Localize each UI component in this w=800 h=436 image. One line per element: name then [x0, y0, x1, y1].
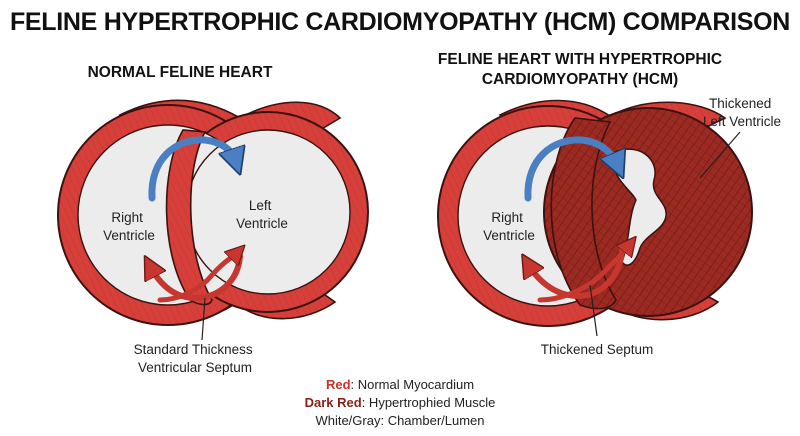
hcm-thickened-septum: [550, 117, 617, 310]
normal-septum-label-1: Standard Thickness: [134, 342, 253, 357]
svg-text:Thickened Left Ventric: Thickened Left Ventricle: [703, 96, 781, 129]
hcm-blue-flow-arrow: [524, 136, 618, 202]
legend-white-gray: White/Gray: Chamber/Lumen: [315, 413, 485, 428]
normal-red-return-arrow-2: [157, 252, 238, 303]
normal-heart: Right Ventricle Left Ventricle Standard …: [57, 99, 369, 375]
hcm-septum-leader: [589, 284, 598, 337]
hcm-lv-label-2: Left Ventricle: [703, 114, 781, 129]
normal-septum-leader: [201, 297, 206, 341]
normal-lv-label-2: Ventricle: [236, 216, 288, 231]
normal-red-return-arrow: [150, 253, 243, 302]
normal-lv-label-1: Left: [249, 198, 272, 213]
hcm-title-line1: FELINE HEART WITH HYPERTROPHIC: [437, 51, 723, 68]
svg-text:Standard Thickness Ven: Standard Thickness Ventricular Septum: [134, 342, 257, 375]
hcm-lv-label-1: Thickened: [709, 96, 771, 111]
hcm-red-return-arrow-2: [537, 244, 630, 303]
hcm-septum-label: Thickened Septum: [541, 342, 654, 357]
svg-text:Right Ventricle: Right Ventricle: [103, 210, 155, 243]
normal-panel-title: NORMAL FELINE HEART: [87, 64, 273, 81]
hcm-title-line2: CARDIOMYOPATHY (HCM): [481, 71, 679, 88]
legend-dark-red: Dark Red: Hypertrophied Muscle: [0, 394, 800, 412]
hcm-lv-leader: [699, 131, 741, 179]
legend-red: Red: Normal Myocardium: [0, 376, 800, 394]
legend-dark-red-key: Dark Red: [304, 395, 362, 410]
legend-red-key: Red: [325, 377, 351, 392]
normal-rv-label-1: Right: [111, 210, 143, 225]
normal-blue-flow-arrow: [148, 136, 236, 202]
hcm-rv-label-1: Right: [491, 210, 523, 225]
legend-red-desc: : Normal Myocardium: [350, 377, 475, 392]
normal-septum-label-2: Ventricular Septum: [138, 360, 252, 375]
normal-rv-label-2: Ventricle: [103, 228, 155, 243]
hcm-narrow-lumen: [612, 148, 667, 266]
hcm-panel-title: FELINE HEART WITH HYPERTROPHIC CARDIOMYO…: [410, 50, 750, 90]
normal-septum: [165, 129, 213, 306]
hcm-heart: Right Ventricle Thickened Left Ventricle…: [437, 96, 781, 357]
hcm-red-return-arrow: [528, 247, 625, 300]
color-legend: Red: Normal Myocardium Dark Red: Hypertr…: [0, 376, 800, 430]
legend-dark-red-desc: : Hypertrophied Muscle: [361, 395, 496, 410]
main-title: FELINE HYPERTROPHIC CARDIOMYOPATHY (HCM)…: [9, 8, 791, 36]
svg-text:Left Ventricle: Left Ventricle: [236, 198, 288, 231]
svg-text:Right Ventricle: Right Ventricle: [483, 210, 535, 243]
hcm-rv-label-2: Ventricle: [483, 228, 535, 243]
